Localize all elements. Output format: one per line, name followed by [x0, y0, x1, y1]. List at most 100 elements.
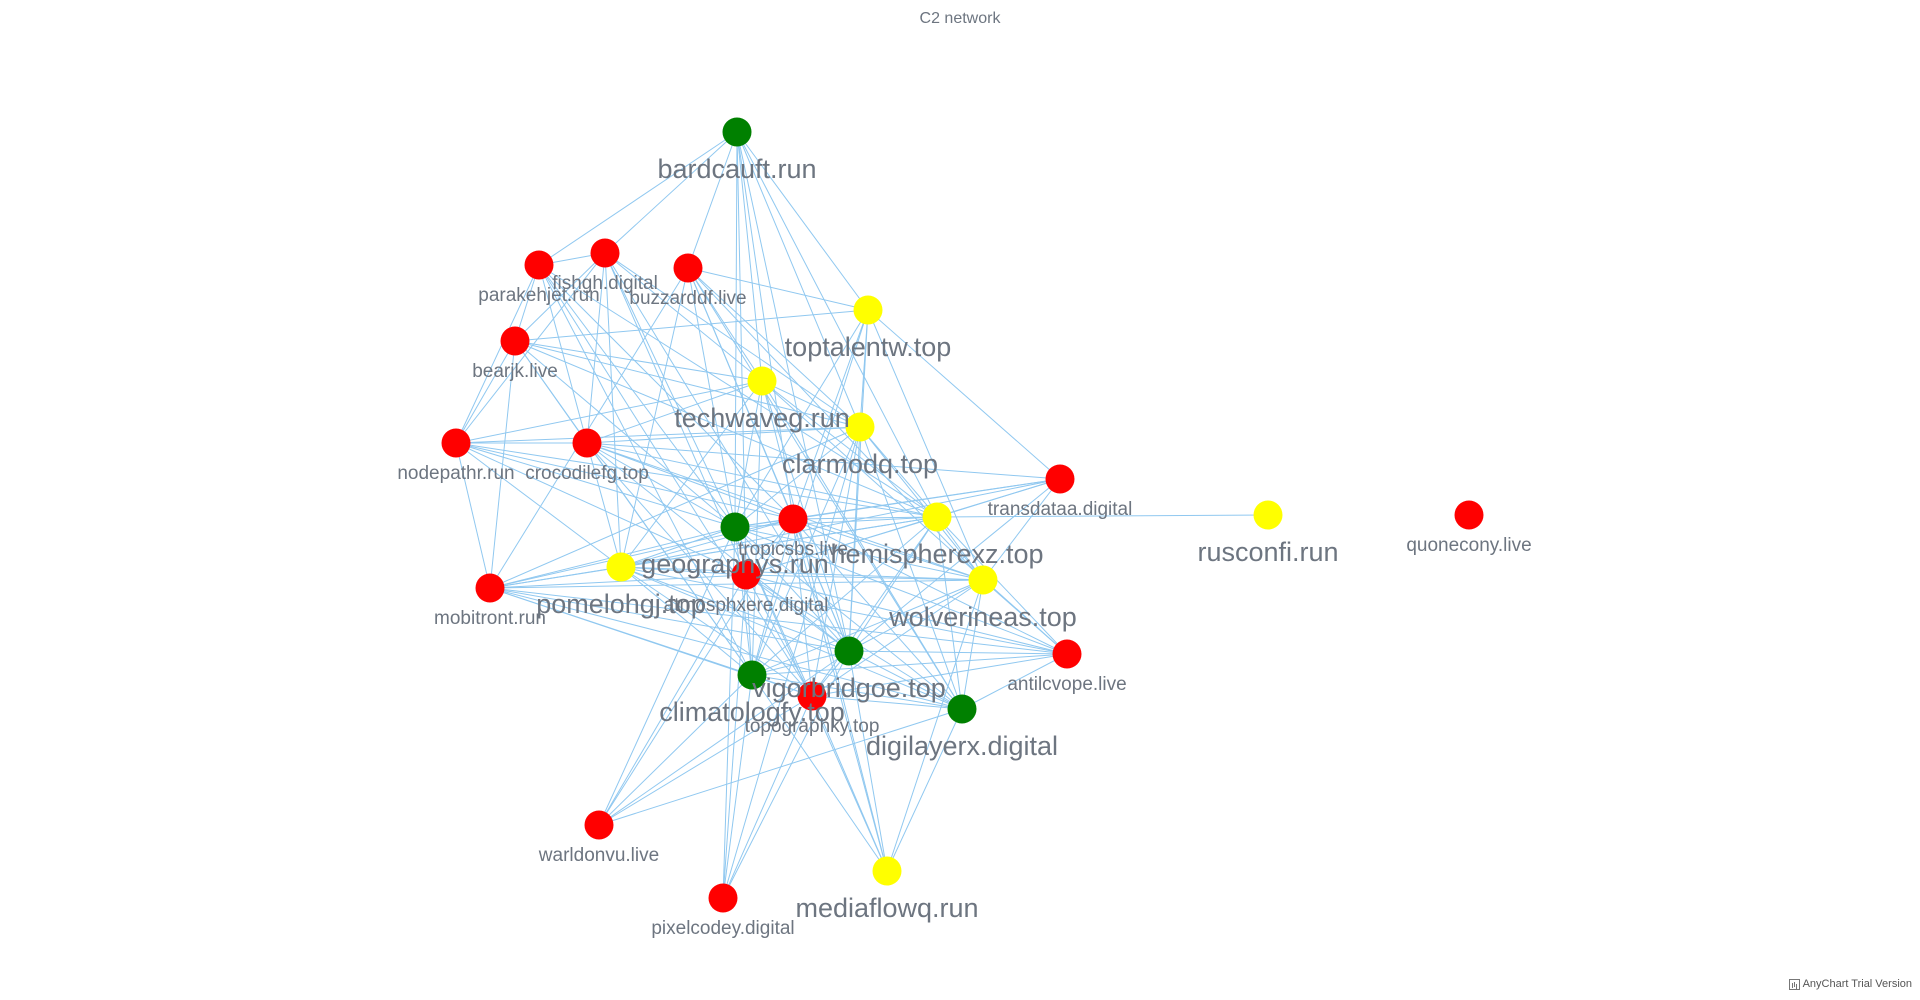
edge [792, 478, 1061, 520]
node-label: bardcauft.run [657, 154, 816, 184]
node-parakehjet-run[interactable] [524, 250, 554, 280]
node-clarmodq-top[interactable] [845, 412, 875, 442]
edge [848, 650, 1068, 655]
node-label: tropicsbs.live [738, 539, 848, 560]
node-vigorbridgoe-top[interactable] [834, 636, 864, 666]
edge [751, 426, 861, 676]
node-hemispherexz-top[interactable] [922, 502, 952, 532]
node-crocodilefg-top[interactable] [572, 428, 602, 458]
node-tropicsbs-live[interactable] [778, 504, 808, 534]
edge [455, 380, 763, 444]
edge [722, 426, 861, 899]
edge [745, 574, 850, 652]
node-pixelcodey-digital[interactable] [708, 883, 738, 913]
node-mediaflowq-run[interactable] [872, 856, 902, 886]
edge [620, 566, 747, 576]
node-topographky-top[interactable] [797, 681, 827, 711]
edge [859, 426, 984, 581]
edge [604, 252, 622, 568]
edge [586, 426, 861, 444]
edge [489, 587, 963, 710]
edge [811, 426, 861, 697]
edge [538, 264, 794, 520]
node-label: nodepathr.run [397, 463, 514, 484]
node-atmosphxere-digital[interactable] [731, 560, 761, 590]
edge [620, 566, 813, 697]
edge [489, 426, 861, 589]
node-nodepathr-run[interactable] [441, 428, 471, 458]
edge [722, 674, 753, 899]
edge [687, 267, 763, 382]
edge [620, 566, 963, 710]
edge [620, 566, 1068, 655]
edge [687, 267, 963, 710]
node-mobitront-run[interactable] [475, 573, 505, 603]
edge [620, 478, 1061, 568]
chart-logo-icon [1788, 978, 1800, 990]
edge [455, 442, 491, 589]
edge [620, 566, 850, 652]
node-transdataa-digital[interactable] [1045, 464, 1075, 494]
credit-link[interactable]: AnyChart Trial Version [1788, 978, 1912, 990]
edge [736, 131, 850, 652]
edge [734, 380, 763, 528]
edge [745, 574, 753, 676]
node-toptalentw-top[interactable] [853, 295, 883, 325]
node-antilcvope-live[interactable] [1052, 639, 1082, 669]
nodes-layer [441, 117, 1484, 913]
node-geographys-run[interactable] [720, 512, 750, 542]
edge [751, 674, 963, 710]
edge [811, 695, 888, 872]
edge [455, 442, 938, 518]
edge [751, 650, 850, 676]
edge [722, 650, 850, 899]
edge [586, 252, 606, 444]
node-label: rusconfi.run [1197, 537, 1338, 567]
node-label: buzzarddf.live [629, 288, 746, 309]
edge [455, 442, 622, 568]
edge [961, 579, 984, 710]
edge [489, 267, 689, 589]
node-wolverineas-top[interactable] [968, 565, 998, 595]
edge [745, 574, 1068, 655]
node-label: mediaflowq.run [795, 893, 978, 923]
node-fishgh-digital[interactable] [590, 238, 620, 268]
node-buzzarddf-live[interactable] [673, 253, 703, 283]
edge [620, 518, 794, 568]
node-label: atmosphxere.digital [664, 595, 829, 616]
node-label: clarmodq.top [782, 449, 938, 479]
node-quonecony-live[interactable] [1454, 500, 1484, 530]
edge [538, 264, 588, 444]
node-rusconfi-run[interactable] [1253, 500, 1283, 530]
edge [792, 518, 963, 710]
edge [514, 340, 763, 382]
edge [489, 587, 1068, 655]
edge [886, 708, 963, 872]
node-climatologfy-top[interactable] [737, 660, 767, 690]
edge [455, 340, 516, 444]
node-label: mobitront.run [434, 608, 546, 629]
edge [455, 264, 540, 444]
node-pomelohgj-top[interactable] [606, 552, 636, 582]
edge [734, 309, 869, 528]
node-digilayerx-digital[interactable] [947, 694, 977, 724]
edge [936, 516, 963, 710]
edges-layer [455, 131, 1269, 899]
edge [734, 516, 938, 528]
node-warldonvu-live[interactable] [584, 810, 614, 840]
edge [734, 526, 963, 710]
node-label: quonecony.live [1406, 535, 1531, 556]
labels-layer: bardcauft.runfishgh.digitalparakehjet.ru… [397, 154, 1531, 939]
node-bearjk-live[interactable] [500, 326, 530, 356]
edge [936, 514, 1269, 518]
edge [598, 518, 794, 826]
node-techwaveg-run[interactable] [747, 366, 777, 396]
edge [848, 478, 1061, 652]
node-label: vigorbridgoe.top [752, 673, 946, 703]
edge [751, 516, 938, 676]
edge [598, 674, 753, 826]
edge [734, 526, 753, 676]
node-bardcauft-run[interactable] [722, 117, 752, 147]
